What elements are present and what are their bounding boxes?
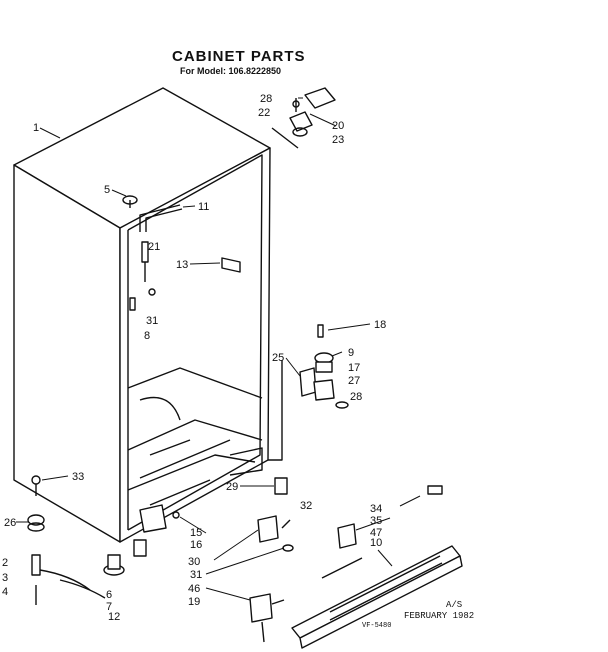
footer-rev: A/S [446,600,463,610]
callout-11: 11 [198,201,209,213]
callout-9: 9 [348,347,354,359]
part-mid-bracket [133,539,147,557]
part-34-35-47-parts [321,485,443,579]
callout-15: 15 [190,527,202,539]
callout-31-bottom: 31 [190,569,202,581]
callout-19: 19 [188,596,200,608]
callout-30: 30 [188,556,200,568]
callout-13: 13 [176,259,188,271]
callout-8: 8 [144,330,150,342]
footer-code: VF-5480 [362,622,392,630]
part-26-leveler [27,514,45,532]
part-15-16-bracket [139,504,180,533]
callout-1: 1 [33,122,39,134]
part-30-32-hinge [257,515,294,552]
cabinet-shell [13,87,271,543]
callout-22: 22 [258,107,270,119]
top-hinge-assembly [271,87,336,149]
callout-33: 33 [72,471,84,483]
part-8-31-fasteners [129,288,156,311]
part-10-grille [291,545,463,649]
callout-25: 25 [272,352,284,364]
callout-31-inner: 31 [146,315,158,327]
callout-23: 23 [332,134,344,146]
part-19-46-hinge [249,593,285,643]
callout-16: 16 [190,539,202,551]
callout-34: 34 [370,503,382,515]
part-5-plug [122,195,138,208]
part-2-4-drain [31,554,106,605]
part-33-screw [31,475,41,496]
callout-21: 21 [148,241,160,253]
callout-12: 12 [108,611,120,623]
callout-4: 4 [2,586,8,598]
callout-28-top: 28 [260,93,272,105]
callout-7: 7 [106,601,112,613]
callout-27: 27 [348,375,360,387]
bottom-hinge-assembly [268,324,349,461]
part-21-thermostat-bulb [141,241,149,282]
callout-47: 47 [370,527,382,539]
footer-date: FEBRUARY 1982 [404,611,475,621]
callout-18: 18 [374,319,386,331]
callout-28-bottom: 28 [350,391,362,403]
part-6-7-foot [103,554,125,576]
part-13-clip [221,257,241,273]
callout-10: 10 [370,537,382,549]
callout-20: 20 [332,120,344,132]
callout-29: 29 [226,481,238,493]
part-29-bracket [274,477,288,495]
callout-6: 6 [106,589,112,601]
callout-5: 5 [104,184,110,196]
callout-35: 35 [370,515,382,527]
callout-32: 32 [300,500,312,512]
part-11-tube [139,204,183,232]
callout-2: 2 [2,557,8,569]
callout-26: 26 [4,517,16,529]
callout-3: 3 [2,572,8,584]
leader-lines [16,97,421,601]
callout-46: 46 [188,583,200,595]
model-subtitle: For Model: 106.8222850 [180,66,282,76]
callout-labels: 1 2 3 4 5 6 7 8 9 10 11 12 13 15 16 17 1… [2,93,386,623]
callout-17: 17 [348,362,360,374]
diagram-title: CABINET PARTS [172,48,306,65]
